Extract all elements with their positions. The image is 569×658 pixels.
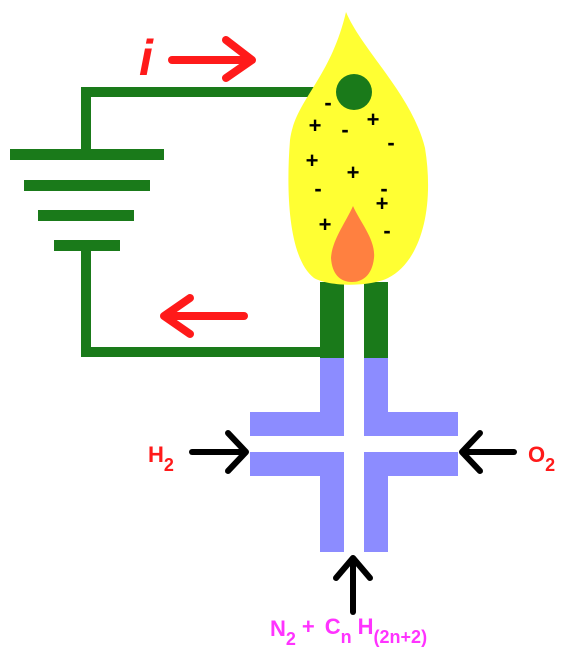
- current-arrow-bottom: [160, 294, 248, 338]
- battery-plate-2: [24, 180, 150, 191]
- flame: [288, 12, 429, 285]
- n2-main: N: [270, 616, 286, 641]
- jet-tubes: [320, 282, 388, 358]
- negative-ion: -: [341, 117, 348, 142]
- positive-ion: +: [306, 148, 319, 173]
- positive-ion: +: [367, 107, 380, 132]
- current-label: i: [139, 30, 154, 86]
- positive-ion: +: [309, 113, 322, 138]
- circuit-wire: [81, 87, 354, 357]
- electrode: [336, 74, 372, 110]
- jet-tube-right: [364, 282, 388, 358]
- plus-sign: +: [302, 614, 315, 639]
- ion-charges: -++-+-+--++-: [306, 90, 395, 243]
- o2-inlet-arrow: [459, 430, 517, 474]
- negative-ion: -: [380, 176, 387, 201]
- o2-main: O: [528, 442, 545, 467]
- pipe-channel: [250, 355, 458, 552]
- battery-plate-3: [38, 210, 134, 221]
- negative-ion: -: [383, 218, 390, 243]
- negative-ion: -: [387, 130, 394, 155]
- current-arrow-top: [168, 36, 256, 82]
- h-subscript: (2n+2): [374, 627, 428, 647]
- o2-subscript: 2: [545, 455, 555, 475]
- n2-subscript: 2: [286, 629, 296, 649]
- battery-plate-1: [10, 149, 164, 160]
- h2-label: H2: [148, 442, 174, 475]
- h2-main: H: [148, 442, 164, 467]
- battery: [10, 149, 164, 251]
- h2-subscript: 2: [164, 455, 174, 475]
- battery-plate-4: [54, 240, 120, 251]
- c-subscript: n: [341, 627, 352, 647]
- inner-flame: [331, 206, 375, 282]
- h2-inlet-arrow: [189, 430, 249, 474]
- positive-ion: +: [319, 212, 332, 237]
- negative-ion: -: [314, 176, 321, 201]
- positive-ion: +: [347, 160, 360, 185]
- o2-label: O2: [528, 442, 555, 475]
- fuel-inlet-arrow: [333, 555, 373, 615]
- h-main: H: [358, 614, 374, 639]
- jet-tube-left: [320, 282, 344, 358]
- positive-ion: +: [376, 191, 389, 216]
- negative-ion: -: [324, 90, 331, 115]
- c-main: C: [325, 614, 341, 639]
